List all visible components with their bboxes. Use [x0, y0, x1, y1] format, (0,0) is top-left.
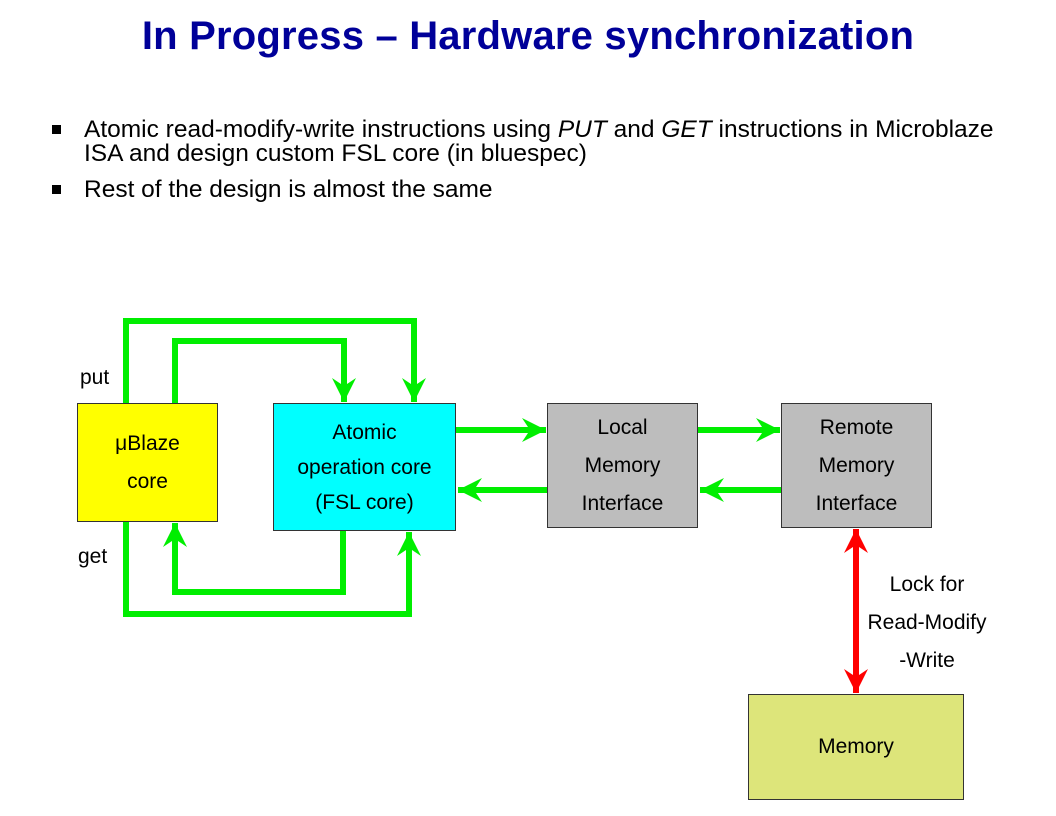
get-inner-arrow: [163, 523, 346, 595]
ublaze-core-box: μBlaze core: [77, 403, 218, 522]
local-line3: Interface: [581, 491, 664, 515]
remote-line1: Remote: [819, 415, 894, 439]
bullet-text: Rest of the design is almost the same: [84, 176, 493, 203]
bullet-list: Atomic read-modify-write instructions us…: [50, 116, 1010, 214]
atomic-operation-core-box: Atomic operation core (FSL core): [273, 403, 456, 531]
lock-line2: Read-Modify: [867, 611, 987, 634]
memory-label: Memory: [818, 735, 894, 758]
bullet-text-mid: and: [606, 116, 662, 143]
atomic-line2: operation core: [297, 455, 432, 479]
square-bullet-icon: [52, 185, 61, 194]
lock-line1: Lock for: [889, 573, 965, 596]
lock-line3: -Write: [899, 649, 955, 672]
ublaze-line2: core: [127, 469, 168, 493]
local-memory-interface-box: Local Memory Interface: [547, 403, 698, 528]
memory-box: Memory: [748, 694, 964, 800]
lock-label: Lock for Read-Modify -Write: [852, 566, 1002, 680]
put-label: put: [80, 366, 110, 389]
bullet-item: Rest of the design is almost the same: [50, 176, 1010, 203]
remote-line2: Memory: [818, 453, 895, 477]
atomic-line3: (FSL core): [315, 490, 414, 514]
remote-line3: Interface: [815, 491, 898, 515]
put-inner-arrow: [172, 338, 356, 403]
atomic-line1: Atomic: [332, 420, 397, 444]
get-label: get: [78, 545, 108, 568]
bullet-emph-get: GET: [661, 116, 712, 143]
bullet-item: Atomic read-modify-write instructions us…: [50, 116, 1010, 167]
bullet-emph-put: PUT: [557, 116, 607, 143]
bullet-text-pre: Atomic read-modify-write instructions us…: [84, 116, 558, 143]
bullet-text-post: instructions in Microblaze ISA and desig…: [84, 116, 994, 167]
square-bullet-icon: [52, 125, 61, 134]
slide-title: In Progress – Hardware synchronization: [141, 14, 915, 58]
remote-memory-interface-box: Remote Memory Interface: [781, 403, 932, 528]
ublaze-line1: μBlaze: [115, 431, 180, 455]
local-line1: Local: [597, 415, 648, 439]
local-line2: Memory: [584, 453, 661, 477]
put-outer-arrow: [123, 318, 426, 403]
get-outer-arrow: [123, 522, 421, 617]
